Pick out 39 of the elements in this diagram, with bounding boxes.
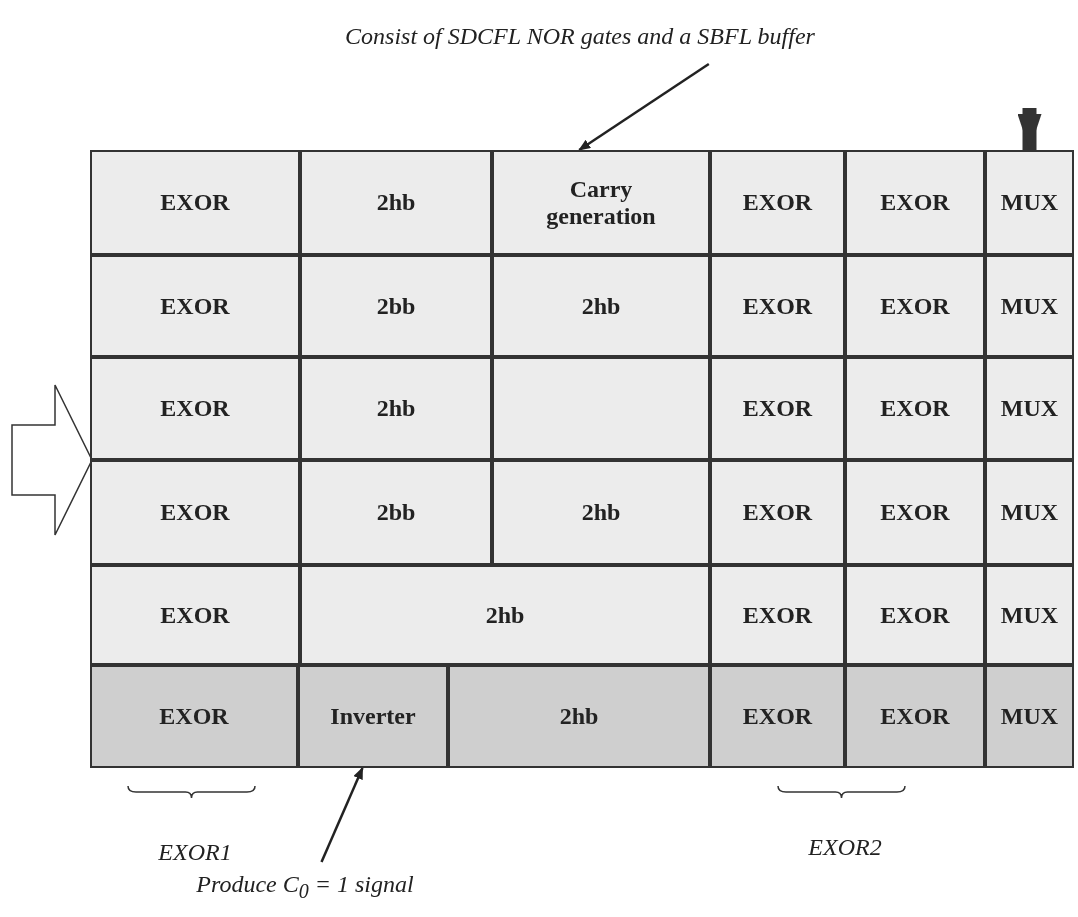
layout-block: EXOR xyxy=(90,565,300,665)
arrow xyxy=(320,767,364,863)
layout-block: MUX xyxy=(985,255,1074,357)
layout-block: 2hb xyxy=(300,357,492,460)
layout-block: EXOR xyxy=(845,255,985,357)
layout-block: MUX xyxy=(985,565,1074,665)
layout-block: EXOR xyxy=(845,565,985,665)
layout-block: EXOR xyxy=(710,357,845,460)
layout-block: Carry generation xyxy=(492,150,710,255)
layout-block: MUX xyxy=(985,665,1074,768)
layout-block: EXOR xyxy=(710,665,845,768)
layout-block: 2hb xyxy=(300,565,710,665)
layout-block: EXOR xyxy=(90,460,300,565)
layout-block: EXOR xyxy=(710,150,845,255)
layout-block: EXOR xyxy=(90,150,300,255)
annotation-text: Consist of SDCFL NOR gates and a SBFL buffer xyxy=(300,14,860,64)
layout-block: Inverter xyxy=(298,665,448,768)
arrow xyxy=(578,62,710,152)
thick-arrow xyxy=(1017,108,1042,150)
layout-block: 2bb xyxy=(300,460,492,565)
layout-block: 2hb xyxy=(492,255,710,357)
layout-block: MUX xyxy=(985,357,1074,460)
layout-block: EXOR xyxy=(90,665,298,768)
layout-block: MUX xyxy=(985,460,1074,565)
layout-block: EXOR xyxy=(90,255,300,357)
layout-block: EXOR xyxy=(845,150,985,255)
layout-block: 2bb xyxy=(300,255,492,357)
layout-block: 2hb xyxy=(448,665,710,768)
layout-block: EXOR xyxy=(710,255,845,357)
layout-block: EXOR xyxy=(845,460,985,565)
layout-block: EXOR xyxy=(90,357,300,460)
layout-block: 2hb xyxy=(300,150,492,255)
layout-block: MUX xyxy=(985,150,1074,255)
layout-block: EXOR xyxy=(710,460,845,565)
layout-block: EXOR xyxy=(710,565,845,665)
layout-block: 2hb xyxy=(492,460,710,565)
layout-block: EXOR xyxy=(845,357,985,460)
layout-block: EXOR xyxy=(845,665,985,768)
group-label: EXOR2 xyxy=(807,833,883,861)
